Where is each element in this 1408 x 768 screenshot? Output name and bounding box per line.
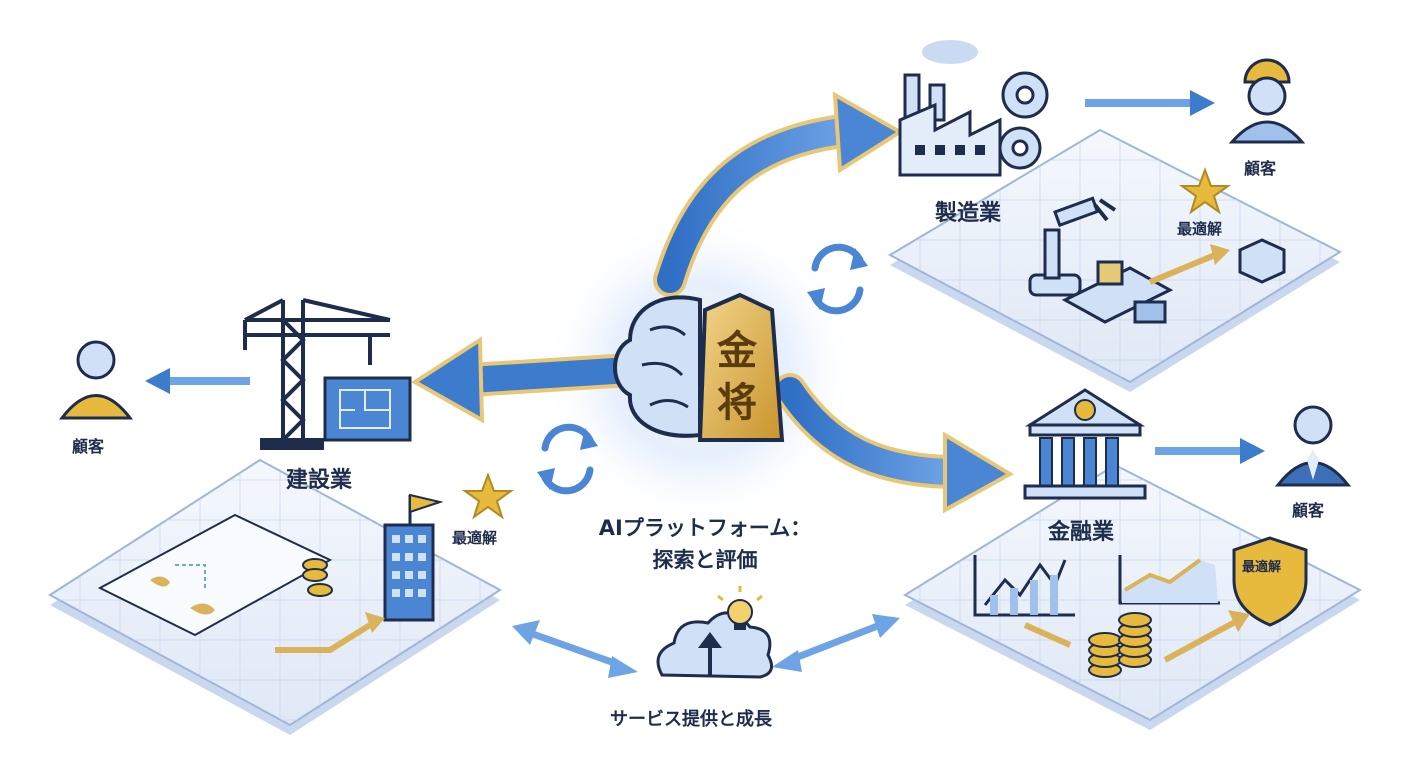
optimal-label-finance-shield: 最適解 [1242,560,1282,575]
growth-arrow-finance [1023,610,1250,663]
shogi-char-bottom: 将 [717,379,757,426]
cycle-icon-right [807,243,868,315]
blueprint-icon [323,376,412,442]
arrow-to-construction [411,336,647,424]
chart-icon-right [1118,555,1220,605]
building-icon [383,493,444,622]
crane-icon [243,298,391,450]
bank-icon [1023,388,1147,500]
optimal-label-construction: 最適解 [452,529,498,547]
customer-icon-finance [1274,405,1352,487]
chart-icon-left [973,555,1075,617]
box-icon [1238,238,1286,284]
cycle-icon-left [537,423,598,495]
arrow-manufacturing-to-customer [1085,90,1215,116]
customer-icon-construction [58,340,134,420]
customer-label-construction: 顧客 [72,437,105,456]
conveyor-icon [1061,260,1174,324]
cloud-icon [656,611,774,679]
shield-icon [1232,536,1308,627]
customer-label-manufacturing: 顧客 [1244,159,1277,178]
growth-arrow-manufacturing [1148,244,1230,285]
shogi-char-top: 金 [717,327,757,374]
platform-title-line2: 探索と評価 [652,548,758,572]
service-arrow-right [772,614,900,672]
platform-title-line1: AIプラットフォーム： [598,516,812,540]
map-icon [97,513,333,637]
coin-stack-icon [1088,612,1152,678]
star-icon-manufacturing [1178,167,1232,215]
factory-icon [898,40,1002,177]
sector-label-finance: 金融業 [1048,520,1115,545]
arrow-construction-to-customer [145,368,250,394]
optimal-label-manufacturing: 最適解 [1177,220,1223,238]
brain-icon [613,295,702,438]
sector-label-manufacturing: 製造業 [935,201,1002,226]
gear-icon [998,71,1049,170]
platform-title: AIプラットフォーム： 探索と評価 [590,512,820,576]
service-label: サービス提供と成長 [610,709,772,730]
arrow-to-manufacturing [653,91,904,297]
customer-label-finance: 顧客 [1292,501,1325,520]
service-arrow-left [512,620,638,678]
growth-arrow-construction [275,612,385,653]
customer-icon-manufacturing [1228,58,1306,144]
platform-construction [48,458,502,735]
lightbulb-icon [717,586,763,630]
robot-arm-icon [1028,196,1117,297]
arrow-finance-to-customer [1155,438,1265,464]
sector-label-construction: 建設業 [286,468,353,493]
shogi-piece-icon [697,292,785,442]
coin-icon-construction [302,558,333,597]
arrow-to-finance [773,373,1015,514]
star-icon-construction [461,472,515,520]
